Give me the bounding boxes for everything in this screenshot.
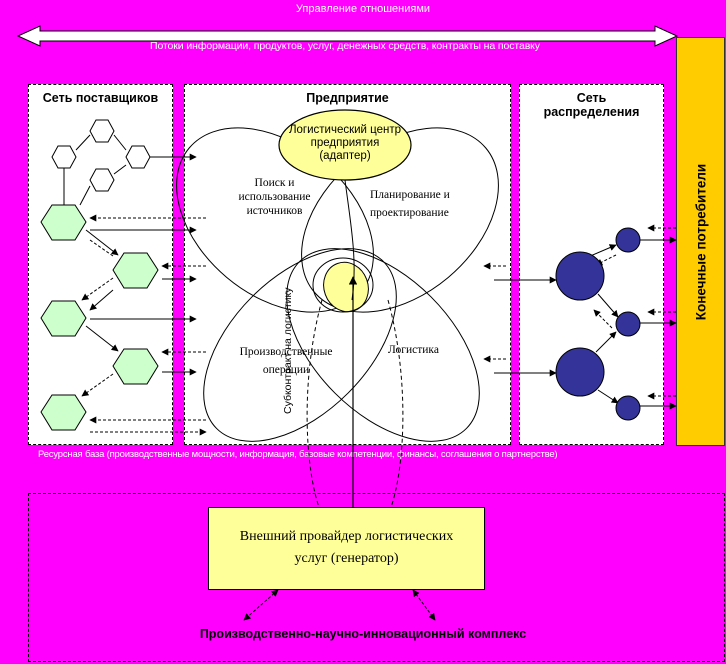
- hexagon-green: [40, 204, 87, 241]
- hexagon-small: [89, 168, 115, 192]
- planning-line2: проектирование: [370, 207, 449, 219]
- hexagon-small: [51, 145, 77, 169]
- supplier-small-links: [63, 134, 160, 206]
- hexagon-small: [125, 145, 151, 169]
- logistics-center-line3: (адаптер): [319, 150, 371, 162]
- resource-base-label: Ресурсная база (производственные мощност…: [38, 449, 558, 460]
- complex-label: Производственно-научно-инновационный ком…: [199, 627, 527, 641]
- provider-line2: услуг (генератор): [294, 551, 399, 566]
- relationship-management-label: Управление отношениями: [295, 3, 431, 15]
- production-text: Производственные операции: [226, 343, 346, 379]
- enterprise-title: Предприятие: [306, 91, 389, 105]
- logistics-text: Логистика: [388, 344, 439, 356]
- search-line1: Поиск и: [254, 177, 295, 189]
- hexagon-green: [112, 252, 159, 289]
- search-line3: источников: [246, 205, 303, 217]
- subcontract-loops: [306, 299, 404, 535]
- planning-text: Планирование и проектирование: [370, 186, 450, 222]
- distribution-title-line2: распределения: [543, 105, 640, 119]
- search-line2: использование: [238, 191, 311, 203]
- planning-line1: Планирование и: [370, 189, 450, 201]
- distribution-node: [615, 395, 641, 421]
- logistics-center-line1: Логистический центр: [288, 124, 402, 136]
- supplier-chain-arrows: [81, 229, 119, 397]
- suppliers-title: Сеть поставщиков: [42, 91, 159, 105]
- production-line1: Производственные: [239, 346, 333, 358]
- distribution-title-line1: Сеть: [576, 91, 607, 105]
- search-text: Поиск и использование источников: [222, 176, 327, 218]
- supplier-small-hexagons: [51, 119, 151, 192]
- provider-complex-arrows: [243, 589, 436, 621]
- distribution-node: [615, 311, 641, 337]
- core-ring: [312, 257, 374, 313]
- production-line2: операции: [262, 364, 310, 376]
- supplier-enterprise-arrows: [89, 214, 207, 436]
- double-arrow-top: [16, 25, 679, 47]
- provider-line1: Внешний провайдер логистических: [239, 529, 454, 544]
- petal-logistics: [286, 248, 480, 442]
- distribution-links: [483, 224, 677, 410]
- hexagon-green: [40, 394, 87, 431]
- flows-label: Потоки информации, продуктов, услуг, ден…: [150, 40, 540, 52]
- hexagon-green: [112, 348, 159, 385]
- distribution-node: [615, 227, 641, 253]
- logistics-center-text: Логистический центр предприятия (адаптер…: [279, 124, 411, 163]
- distribution-hub: [555, 251, 605, 301]
- external-provider-box: Внешний провайдер логистических услуг (г…: [208, 507, 485, 590]
- complex-frame: [28, 493, 725, 662]
- end-consumers-bar: Конечные потребители: [676, 37, 725, 446]
- supplier-green-hexagons: [40, 204, 159, 431]
- subcontract-text: Субконтракт на логистику: [281, 287, 294, 414]
- core-ellipse: [323, 261, 369, 313]
- logistics-center-line2: предприятия: [310, 137, 380, 149]
- hexagon-green: [40, 300, 87, 337]
- distribution-hub: [555, 347, 605, 397]
- hexagon-small: [89, 119, 115, 143]
- distribution-nodes: [555, 227, 641, 421]
- distribution-title: Сеть распределения: [520, 91, 663, 119]
